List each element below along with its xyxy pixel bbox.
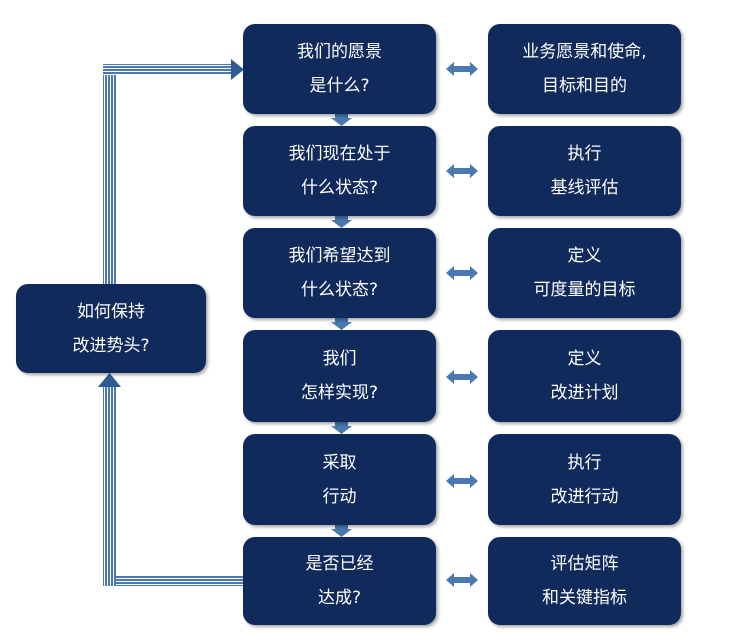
question-box-3: 我们希望达到 什么状态? [243, 228, 436, 318]
answer-1-line-1: 业务愿景和使命, [522, 42, 647, 62]
loop-box-line-1: 如何保持 [77, 301, 145, 322]
answer-5-line-1: 执行 [567, 452, 602, 473]
question-box-4: 我们 怎样实现? [243, 330, 436, 422]
question-4-line-1: 我们 [322, 349, 357, 369]
question-box-6: 是否已经 达成? [243, 537, 436, 625]
answer-1-line-2: 目标和目的 [542, 76, 627, 96]
double-arrow-5 [446, 474, 478, 488]
question-5-line-2: 行动 [322, 486, 357, 507]
question-5-line-1: 采取 [322, 452, 357, 473]
question-6-line-2: 达成? [317, 588, 362, 608]
answer-5-line-2: 改进行动 [550, 486, 619, 507]
step-down-arrows [331, 114, 352, 537]
answer-box-3: 定义 可度量的目标 [488, 228, 681, 318]
double-arrow-3 [446, 266, 478, 280]
answer-4-line-2: 改进计划 [550, 383, 619, 403]
loop-box: 如何保持 改进势头? [16, 284, 206, 373]
loop-top-vertical-connector [103, 64, 116, 284]
answer-box-2: 执行 基线评估 [488, 126, 681, 216]
double-arrow-1 [446, 62, 478, 76]
question-1-line-1: 我们的愿景 [297, 42, 382, 62]
answer-4-line-1: 定义 [567, 349, 602, 369]
question-3-line-1: 我们希望达到 [288, 246, 391, 266]
question-4-line-2: 怎样实现? [300, 383, 379, 403]
answer-3-line-1: 定义 [567, 246, 602, 266]
question-3-line-2: 什么状态? [300, 280, 379, 300]
loop-top-horizontal-connector [103, 64, 234, 75]
down-arrow-3 [331, 318, 352, 330]
answer-box-4: 定义 改进计划 [488, 330, 681, 422]
question-box-2: 我们现在处于 什么状态? [243, 126, 436, 216]
answer-2-line-1: 执行 [567, 144, 602, 164]
double-arrow-2 [446, 164, 478, 178]
loop-bottom-vertical-connector [103, 386, 116, 586]
question-2-line-1: 我们现在处于 [288, 144, 391, 164]
answer-6-line-2: 和关键指标 [542, 588, 627, 608]
loop-bottom-arrowhead [98, 373, 121, 387]
answer-3-line-2: 可度量的目标 [533, 280, 636, 300]
double-arrows [446, 62, 478, 587]
question-6-line-1: 是否已经 [305, 554, 374, 574]
question-box-5: 采取 行动 [243, 434, 436, 525]
double-arrow-4 [446, 370, 478, 384]
down-arrow-4 [331, 422, 352, 434]
question-box-1: 我们的愿景 是什么? [243, 24, 436, 114]
down-arrow-1 [331, 114, 352, 126]
double-arrow-6 [446, 573, 478, 587]
loop-bottom-horizontal-connector [103, 575, 243, 586]
question-2-line-2: 什么状态? [300, 178, 379, 198]
answer-2-line-2: 基线评估 [550, 178, 619, 198]
down-arrow-5 [331, 525, 352, 537]
loop-top-arrowhead [231, 59, 244, 80]
question-1-line-2: 是什么? [309, 76, 370, 96]
answer-6-line-1: 评估矩阵 [550, 554, 619, 574]
answer-box-6: 评估矩阵 和关键指标 [488, 537, 681, 625]
answer-box-1: 业务愿景和使命, 目标和目的 [488, 24, 681, 114]
answer-box-5: 执行 改进行动 [488, 434, 681, 525]
loop-box-line-2: 改进势头? [72, 335, 150, 356]
down-arrow-2 [331, 216, 352, 228]
